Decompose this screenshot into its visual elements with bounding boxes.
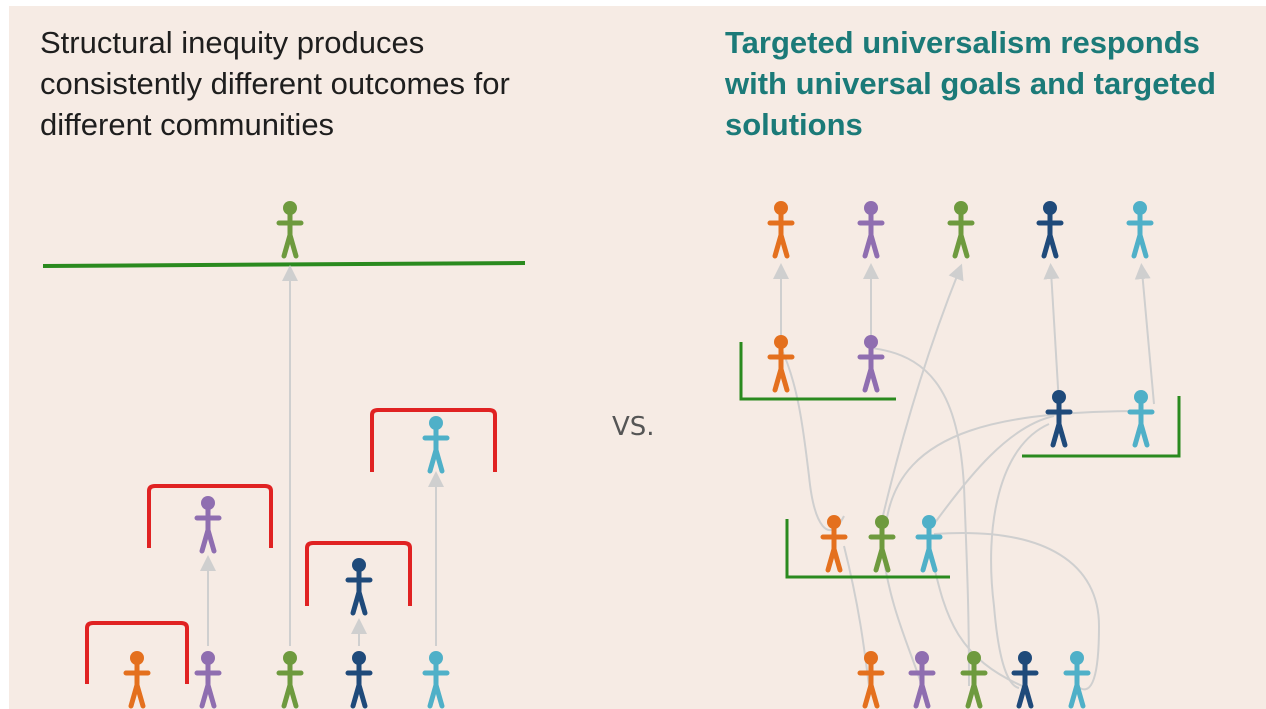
right-person-goal-green: [947, 201, 975, 259]
right-person-bottom-teal: [1063, 651, 1091, 709]
right-person-platform-teal: [1127, 390, 1155, 448]
right-person-mid-green: [868, 515, 896, 573]
left-panel: [42, 261, 526, 684]
left-person-goal-green: [276, 201, 304, 259]
left-person-bottom-navy: [345, 651, 373, 709]
right-person-bottom-navy: [1011, 651, 1039, 709]
right-panel-connectors: [773, 263, 1155, 691]
left-person-bottom-green: [276, 651, 304, 709]
diagram-canvas: Structural inequity produces consistentl…: [9, 6, 1266, 709]
right-person-bottom-green: [960, 651, 988, 709]
barrier-navy: [305, 541, 412, 606]
right-person-goal-navy: [1036, 201, 1064, 259]
right-person-platform-purple: [857, 335, 885, 393]
right-person-mid-orange: [820, 515, 848, 573]
left-person-purple: [194, 496, 222, 554]
right-person-goal-purple: [857, 201, 885, 259]
right-title: Targeted universalism responds with univ…: [725, 25, 1216, 142]
platform-top-left: [739, 342, 896, 401]
right-platforms: [739, 342, 1181, 579]
left-person-bottom-teal: [422, 651, 450, 709]
left-person-navy: [345, 558, 373, 616]
right-person-bottom-orange: [857, 651, 885, 709]
left-person-bottom-purple: [194, 651, 222, 709]
people-layer: [123, 201, 1155, 709]
barrier-purple: [147, 484, 273, 548]
left-person-teal: [422, 416, 450, 474]
left-title: Structural inequity produces consistentl…: [40, 25, 510, 142]
right-person-platform-navy: [1045, 390, 1073, 448]
platform-middle: [785, 519, 950, 579]
right-person-goal-orange: [767, 201, 795, 259]
diagram-svg: [42, 201, 1181, 709]
universal-goal-line: [42, 261, 526, 268]
vs-label: VS.: [612, 412, 655, 442]
platform-right: [1022, 396, 1181, 458]
barrier-teal: [370, 408, 497, 472]
left-person-bottom-orange: [123, 651, 151, 709]
right-person-goal-teal: [1126, 201, 1154, 259]
right-person-mid-teal: [915, 515, 943, 573]
right-person-bottom-purple: [908, 651, 936, 709]
barrier-orange: [85, 621, 189, 684]
right-person-platform-orange: [767, 335, 795, 393]
